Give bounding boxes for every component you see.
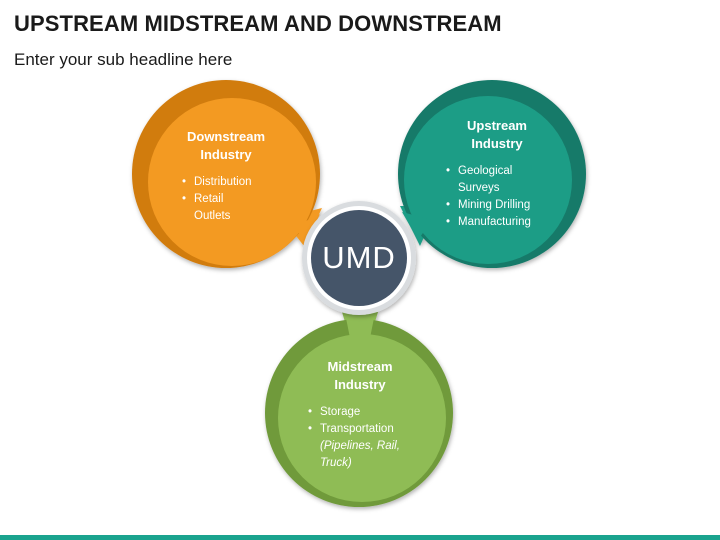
list-item: Manufacturing	[444, 214, 560, 231]
downstream-heading-line2: Industry	[200, 147, 252, 162]
upstream-list: Geological Surveys Mining Drilling Manuf…	[444, 163, 560, 231]
center-hub	[302, 201, 416, 315]
page-title: UPSTREAM MIDSTREAM AND DOWNSTREAM	[14, 11, 502, 36]
list-item: Transportation (Pipelines, Rail, Truck)	[306, 421, 420, 472]
transportation-label: Transportation	[320, 423, 394, 435]
transportation-note: (Pipelines, Rail, Truck)	[320, 440, 400, 469]
list-item: Retail Outlets	[180, 191, 258, 225]
midstream-list: Storage Transportation (Pipelines, Rail,…	[306, 404, 420, 472]
midstream-heading-line2: Industry	[334, 377, 386, 392]
list-item: Geological Surveys	[444, 163, 528, 197]
upstream-heading-line1: Upstream	[467, 118, 527, 133]
upstream-heading-line2: Industry	[471, 136, 523, 151]
bottom-accent-bar	[0, 535, 720, 540]
midstream-heading-line1: Midstream	[327, 359, 393, 374]
downstream-list: Distribution Retail Outlets	[180, 174, 282, 225]
upstream-text: Upstream Industry Geological Surveys Min…	[434, 117, 560, 231]
list-item: Mining Drilling	[444, 197, 560, 214]
downstream-heading-line1: Downstream	[186, 129, 266, 144]
list-item: Storage	[306, 404, 420, 421]
center-label: UMD	[322, 240, 396, 275]
downstream-text: Downstream Industry Distribution Retail …	[170, 128, 282, 225]
page-subtitle: Enter your sub headline here	[14, 50, 233, 69]
midstream-text: Midstream Industry Storage Transportatio…	[300, 358, 420, 472]
list-item: Distribution	[180, 174, 282, 191]
